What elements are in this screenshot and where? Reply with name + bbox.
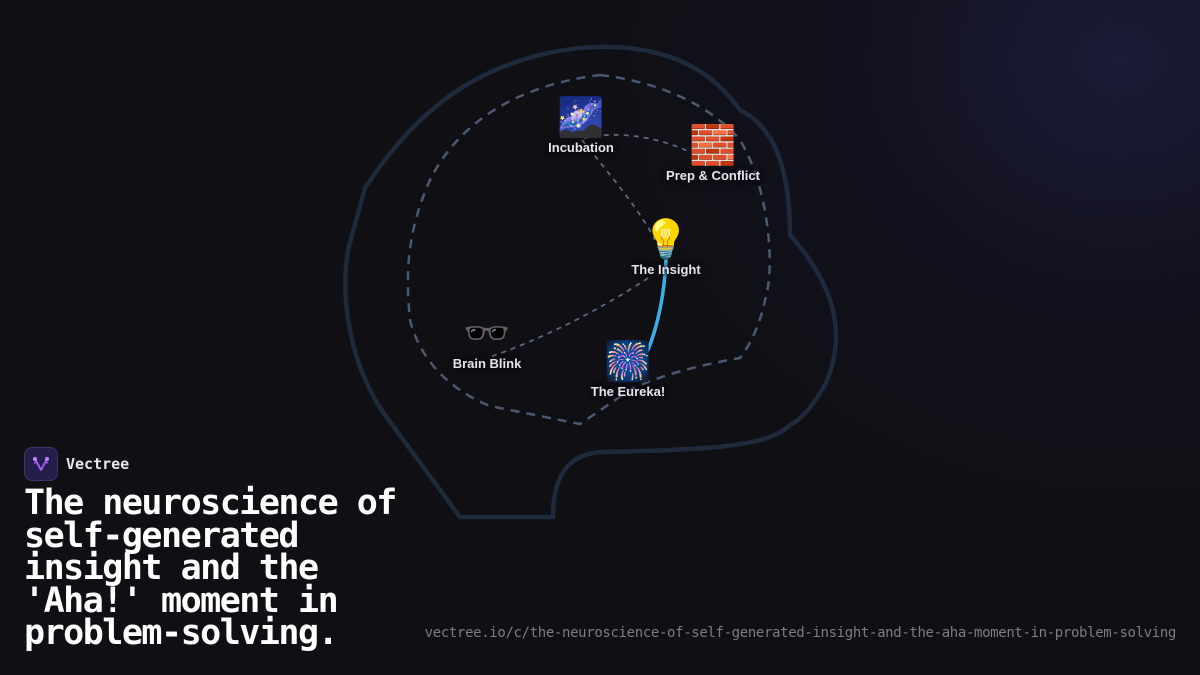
node-label: Prep & Conflict [666, 168, 760, 183]
brand-name: Vectree [66, 455, 130, 473]
edge-incubation-prep [583, 133, 691, 153]
edge-incubation-insight [581, 139, 656, 241]
fireworks-icon: 🎆 [604, 341, 652, 383]
node-brain-blink[interactable]: 🕶️ Brain Blink [453, 314, 522, 371]
node-label: The Insight [631, 262, 701, 277]
edge-insight-eureka [646, 258, 668, 352]
edge-insight-blink [486, 277, 649, 359]
brick-wall-icon: 🧱 [689, 125, 737, 167]
vectree-fork-icon [24, 447, 58, 481]
page-title: The neuroscience of self-generated insig… [24, 483, 397, 653]
head-outline [343, 44, 839, 520]
brain-region-outline [406, 73, 771, 426]
node-label: Brain Blink [452, 356, 522, 371]
node-label: Incubation [548, 140, 614, 155]
milky-way-icon: 🌌 [557, 97, 605, 139]
light-bulb-icon: 💡 [642, 219, 690, 261]
sunglasses-icon: 🕶️ [463, 313, 511, 355]
node-prep-conflict[interactable]: 🧱 Prep & Conflict [666, 126, 760, 183]
node-incubation[interactable]: 🌌 Incubation [548, 98, 614, 155]
page-url[interactable]: vectree.io/c/the-neuroscience-of-self-ge… [424, 625, 1177, 641]
node-the-eureka[interactable]: 🎆 The Eureka! [591, 342, 665, 399]
node-the-insight[interactable]: 💡 The Insight [631, 220, 700, 277]
brand: Vectree [24, 447, 129, 481]
node-label: The Eureka! [590, 384, 666, 399]
